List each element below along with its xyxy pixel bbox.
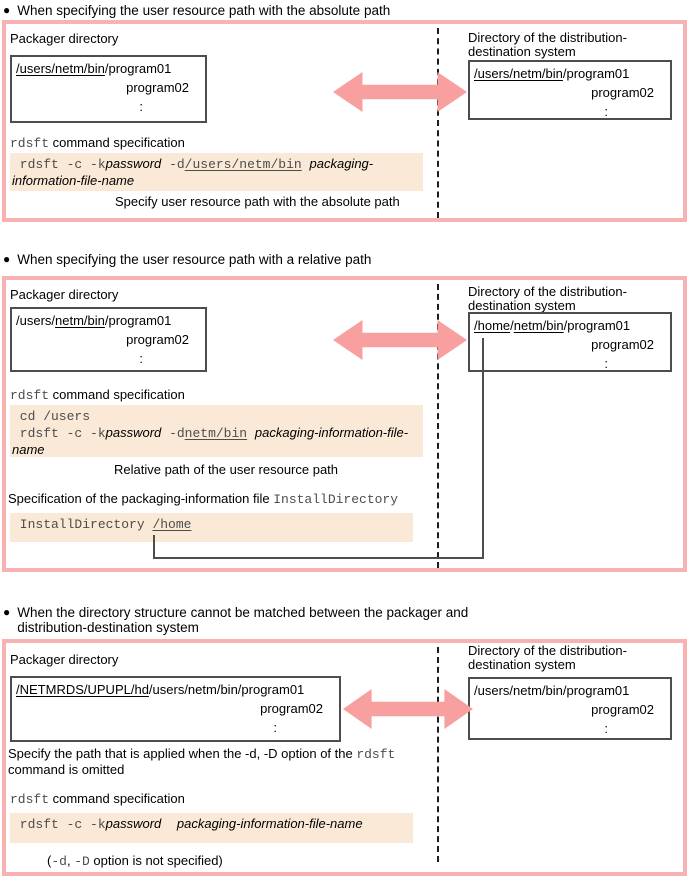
relative-path-caption: Relative path of the user resource path <box>114 462 339 477</box>
absolute-path-caption: Specify user resource path with the abso… <box>115 194 400 209</box>
bullet-icon: ● <box>3 605 11 619</box>
omitted-option-note: Specify the path that is applied when th… <box>8 746 396 777</box>
connector-line-horizontal <box>153 557 484 559</box>
section-3-title-text: When the directory structure cannot be m… <box>17 605 469 635</box>
double-arrow-icon <box>343 689 473 729</box>
packager-directory-label: Packager directory <box>10 287 119 302</box>
packager-directory-label: Packager directory <box>10 31 119 46</box>
rdsft-command-heading: rdsft command specification <box>10 791 185 807</box>
double-arrow-icon <box>333 320 467 360</box>
section-1-title-text: When specifying the user resource path w… <box>17 3 391 18</box>
section-1-title: ● When specifying the user resource path… <box>3 3 390 18</box>
section-1-frame: Packager directory /users/netm/bin/progr… <box>2 20 687 222</box>
system-boundary-dashed-line <box>437 28 439 218</box>
rdsft-command-code: rdsft -c -kpassword packaging-informatio… <box>10 813 413 843</box>
distribution-directory-label: Directory of the distribution-destinatio… <box>468 643 627 672</box>
install-directory-heading: Specification of the packaging-informati… <box>8 491 399 507</box>
section-2-title: ● When specifying the user resource path… <box>3 252 371 267</box>
rdsft-command-heading: rdsft command specification <box>10 387 185 403</box>
distribution-directory-label: Directory of the distribution-destinatio… <box>468 30 627 59</box>
rdsft-command-code: cd /users rdsft -c -kpassword -dnetm/bin… <box>10 405 423 457</box>
rdsft-command-heading: rdsft command specification <box>10 135 185 151</box>
bullet-icon: ● <box>3 252 11 266</box>
packager-directory-label: Packager directory <box>10 652 119 667</box>
double-arrow-icon <box>333 72 467 112</box>
option-not-specified-footnote: (-d, -D option is not specified) <box>47 853 223 869</box>
packager-directory-box: /NETMRDS/UPUPL/hd/users/netm/bin/program… <box>10 676 341 742</box>
section-3-title: ● When the directory structure cannot be… <box>3 605 503 635</box>
section-2-frame: Packager directory /users/netm/bin/progr… <box>2 276 687 572</box>
section-3-frame: Packager directory /NETMRDS/UPUPL/hd/use… <box>2 639 687 876</box>
section-2-title-text: When specifying the user resource path w… <box>17 252 372 267</box>
connector-line-left-vertical <box>153 535 155 559</box>
bullet-icon: ● <box>3 3 11 17</box>
install-directory-code: InstallDirectory /home <box>10 513 413 542</box>
system-boundary-dashed-line <box>437 284 439 568</box>
connector-line-right-vertical <box>482 338 484 559</box>
system-boundary-dashed-line <box>437 647 439 862</box>
distribution-directory-label: Directory of the distribution-destinatio… <box>468 284 627 313</box>
rdsft-command-code: rdsft -c -kpassword -d/users/netm/bin pa… <box>10 153 423 191</box>
